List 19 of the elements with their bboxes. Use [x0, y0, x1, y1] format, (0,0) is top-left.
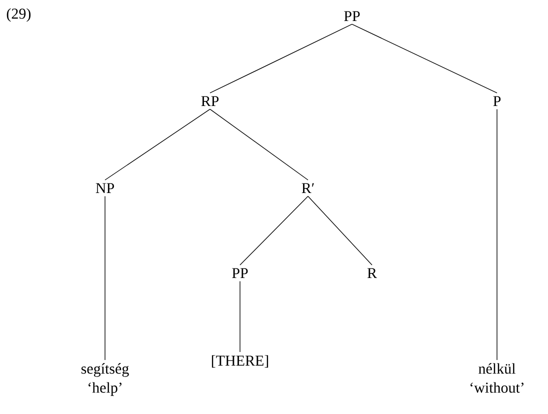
- category-label: R: [367, 268, 377, 278]
- category-label: RP: [201, 96, 219, 106]
- branch-line: [210, 108, 308, 180]
- word-label: nélkül ‘without’: [470, 363, 524, 393]
- example-number: (29): [6, 8, 31, 22]
- branch-line: [104, 196, 106, 360]
- category-label: PP: [232, 268, 248, 278]
- category-label: PP: [344, 11, 360, 22]
- branch-line: [352, 24, 498, 94]
- branch-line: [496, 108, 498, 360]
- word-label: segítség ‘help’: [81, 363, 129, 396]
- category-label: R′: [302, 183, 314, 193]
- category-label: P: [493, 96, 501, 106]
- branch-line: [104, 108, 210, 180]
- branch-line: [240, 196, 308, 266]
- branch-line: [308, 196, 372, 266]
- branch-line: [210, 24, 352, 94]
- word-label: [THERE]: [212, 355, 268, 368]
- category-label: NP: [96, 183, 114, 193]
